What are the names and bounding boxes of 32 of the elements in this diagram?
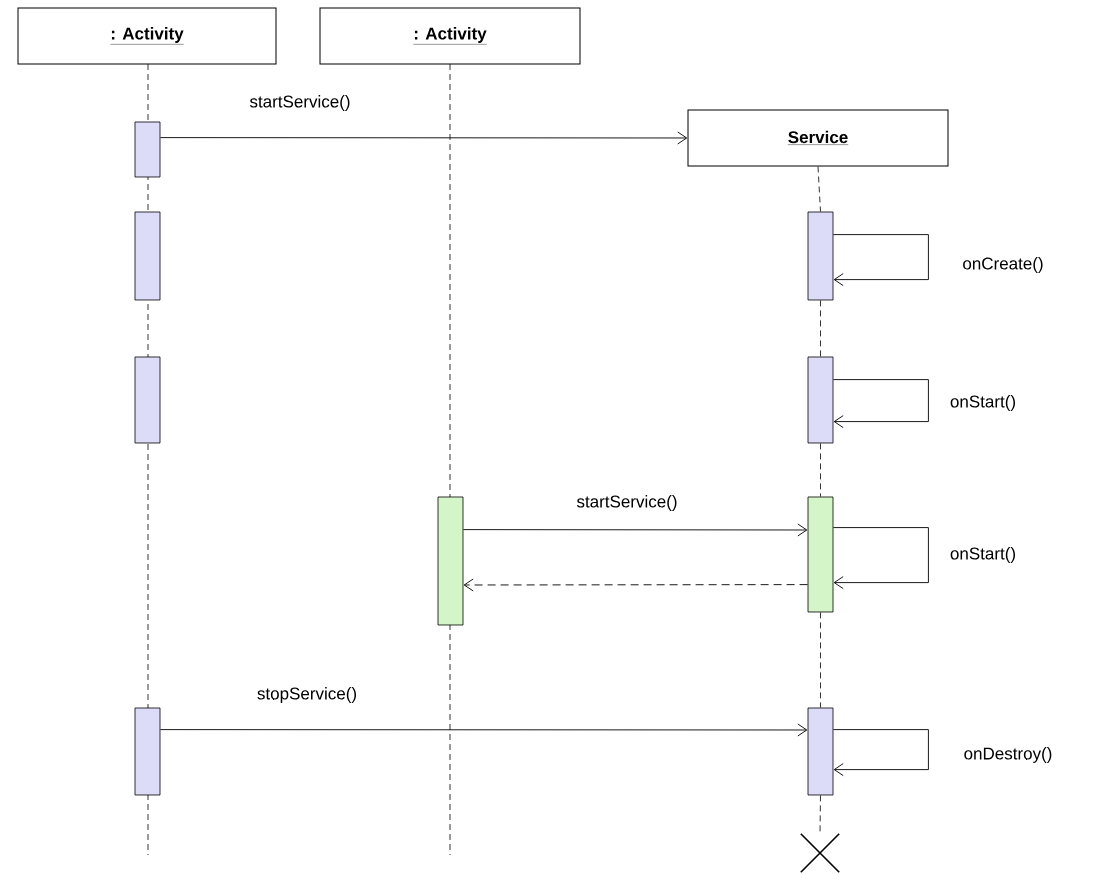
message-label: onCreate() [963, 257, 1043, 273]
activation-bar [807, 707, 834, 796]
activation-bar [134, 356, 161, 444]
lifeline-head-box: : Activity [319, 7, 581, 65]
activation-bar [134, 707, 161, 796]
activation-bar [807, 211, 834, 301]
activation-bar [134, 121, 161, 178]
message-arrow [832, 729, 929, 777]
message-label: onStart() [950, 547, 1015, 563]
message-label: startService() [249, 95, 350, 111]
lifeline [817, 166, 821, 212]
lifeline [820, 300, 821, 357]
activation-bar [437, 496, 464, 626]
activation-bar [134, 211, 161, 301]
message-label: startService() [576, 495, 677, 511]
message-arrow [832, 234, 929, 287]
message-arrow [159, 131, 688, 145]
message-arrow [159, 723, 808, 737]
destruction-mark [800, 833, 840, 873]
lifeline [820, 443, 821, 497]
message-label: stopService() [257, 687, 356, 703]
message-arrow [463, 578, 809, 592]
lifeline-head-box: : Activity [17, 7, 277, 65]
message-arrow [462, 523, 808, 537]
message-label: onStart() [950, 395, 1015, 411]
message-label: onDestroy() [964, 747, 1052, 763]
activation-bar [807, 356, 834, 444]
lifeline-head-box: Service [687, 109, 949, 167]
activation-bar [807, 496, 834, 613]
message-arrow [832, 379, 929, 429]
lifeline [820, 612, 821, 708]
message-arrow [832, 527, 929, 590]
